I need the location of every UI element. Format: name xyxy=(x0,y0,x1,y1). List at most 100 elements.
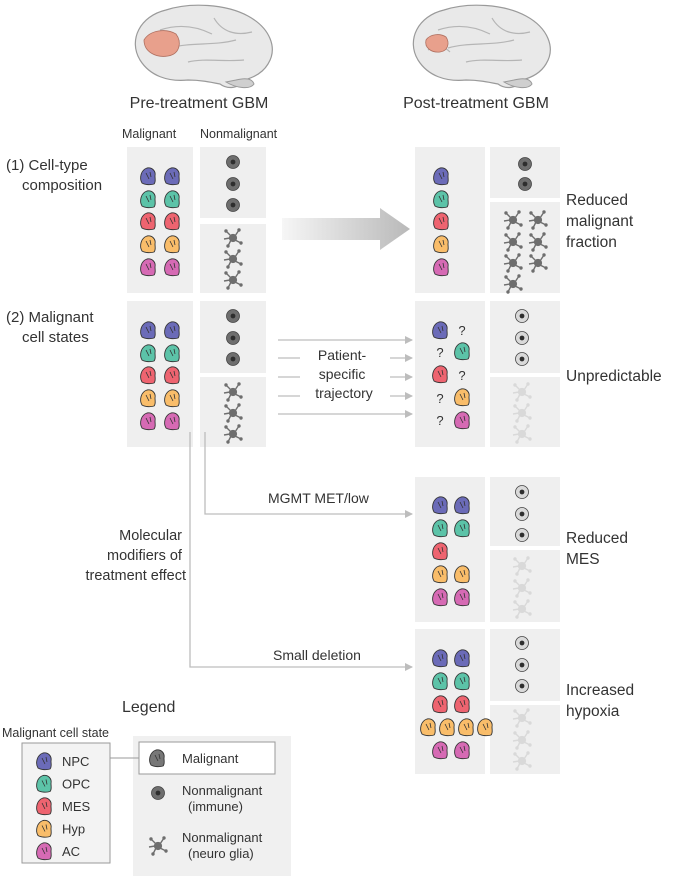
malignant-cell-icon-87 xyxy=(432,741,448,760)
malignant-cell-icon-80 xyxy=(454,672,470,691)
immune-cell-icon-91 xyxy=(515,679,529,693)
unknown-mark-51: ? xyxy=(458,368,465,383)
malignant-cell-icon-79 xyxy=(432,672,448,691)
malignant-cell-icon-12 xyxy=(140,344,156,363)
malignant-cell-icon-86 xyxy=(477,718,493,737)
legend-npc-icon xyxy=(36,752,52,771)
section-2-label: (2) Malignant cell states xyxy=(6,309,98,346)
malignant-cell-icon-67 xyxy=(432,565,448,584)
malignant-cell-icon-88 xyxy=(454,741,470,760)
malignant-cell-icon-13 xyxy=(164,344,180,363)
malignant-cell-icon-8 xyxy=(140,258,156,277)
unknown-mark-49: ? xyxy=(436,345,443,360)
malignant-cell-icon-34 xyxy=(433,212,449,231)
panel-8 xyxy=(490,202,560,293)
header-malignant: Malignant xyxy=(122,127,177,141)
brain-icon-pre xyxy=(134,4,273,89)
malignant-cell-icon-69 xyxy=(432,588,448,607)
malignant-cell-icon-33 xyxy=(433,190,449,209)
malignant-cell-icon-3 xyxy=(164,190,180,209)
modifier-arrows xyxy=(189,432,413,671)
unknown-mark-53: ? xyxy=(436,391,443,406)
malignant-cell-icon-16 xyxy=(140,389,156,408)
immune-cell-icon-21 xyxy=(226,177,240,191)
malignant-cell-icon-9 xyxy=(164,258,180,277)
immune-cell-icon-26 xyxy=(226,309,240,323)
malignant-cell-icon-17 xyxy=(164,389,180,408)
unknown-mark-55: ? xyxy=(436,413,443,428)
malignant-cell-icon-15 xyxy=(164,366,180,385)
unknown-mark-47: ? xyxy=(458,323,465,338)
modifier-label: Molecular modifiers of treatment effect xyxy=(86,528,186,584)
malignant-cell-icon-46 xyxy=(432,321,448,340)
immune-cell-icon-57 xyxy=(515,331,529,345)
malignant-cell-icon-10 xyxy=(140,321,156,340)
immune-cell-icon-90 xyxy=(515,658,529,672)
malignant-cell-icon-63 xyxy=(454,496,470,515)
panel-6 xyxy=(415,147,485,293)
legend-opc-label: OPC xyxy=(62,777,90,792)
panel-group xyxy=(127,147,560,774)
legend-immune-label: Nonmalignant (immune) xyxy=(182,783,266,814)
malignant-cell-icon-77 xyxy=(432,649,448,668)
panel-15 xyxy=(415,629,485,774)
immune-cell-icon-22 xyxy=(226,198,240,212)
immune-cell-icon-89 xyxy=(515,636,529,650)
legend-hyp-label: Hyp xyxy=(62,822,85,837)
malignant-cell-icon-32 xyxy=(433,167,449,186)
trajectory-label: Patient- specific trajectory xyxy=(315,347,373,401)
legend-mes-icon xyxy=(36,797,52,816)
malignant-cell-icon-50 xyxy=(432,365,448,384)
malignant-cell-icon-52 xyxy=(454,388,470,407)
malignant-cell-icon-11 xyxy=(164,321,180,340)
malignant-cell-icon-82 xyxy=(454,695,470,714)
malignant-cell-icon-2 xyxy=(140,190,156,209)
immune-cell-icon-73 xyxy=(515,528,529,542)
immune-cell-icon-37 xyxy=(518,157,532,171)
legend-npc-label: NPC xyxy=(62,754,89,769)
malignant-cell-icon-0 xyxy=(140,167,156,186)
immune-cell-icon-72 xyxy=(515,507,529,521)
header-nonmalignant: Nonmalignant xyxy=(200,127,278,141)
cells-layer: ????? xyxy=(140,155,548,771)
panel-9 xyxy=(415,301,485,447)
malignant-cell-icon-54 xyxy=(454,411,470,430)
malignant-cell-icon-6 xyxy=(140,235,156,254)
immune-cell-icon-27 xyxy=(226,331,240,345)
outcome-1: Reduced malignant fraction xyxy=(566,192,638,251)
legend-ac-icon xyxy=(36,842,52,861)
modifier-label-bg xyxy=(92,526,188,586)
legend-ac-label: AC xyxy=(62,844,80,859)
brain-icon-post xyxy=(412,4,551,89)
malignant-cell-icon-65 xyxy=(454,519,470,538)
outcome-2: Unpredictable xyxy=(566,368,662,385)
composition-arrow xyxy=(282,208,410,250)
malignant-cell-icon-36 xyxy=(433,258,449,277)
legend-subtitle: Malignant cell state xyxy=(2,726,109,740)
trajectory-label-bg xyxy=(300,345,390,403)
legend-glia-label: Nonmalignant (neuro glia) xyxy=(182,830,266,861)
panel-0 xyxy=(127,147,193,293)
malignant-cell-icon-85 xyxy=(458,718,474,737)
legend-malignant-label: Malignant xyxy=(182,751,239,766)
outcome-3: Reduced MES xyxy=(566,530,632,568)
malignant-cell-icon-83 xyxy=(420,718,436,737)
malignant-cell-icon-70 xyxy=(454,588,470,607)
outcome-4: Increased hypoxia xyxy=(566,682,638,720)
malignant-cell-icon-18 xyxy=(140,412,156,431)
legend-opc-icon xyxy=(36,774,52,793)
header-post: Post-treatment GBM xyxy=(403,95,549,112)
malignant-cell-icon-4 xyxy=(140,212,156,231)
malignant-cell-icon-78 xyxy=(454,649,470,668)
mgmt-label: MGMT MET/low xyxy=(268,490,370,506)
malignant-cell-icon-68 xyxy=(454,565,470,584)
legend-mes-label: MES xyxy=(62,799,91,814)
legend-malignant-icon xyxy=(149,749,165,768)
panel-3 xyxy=(127,301,193,447)
malignant-cell-icon-7 xyxy=(164,235,180,254)
malignant-cell-icon-48 xyxy=(454,342,470,361)
malignant-cell-icon-1 xyxy=(164,167,180,186)
malignant-cell-icon-5 xyxy=(164,212,180,231)
